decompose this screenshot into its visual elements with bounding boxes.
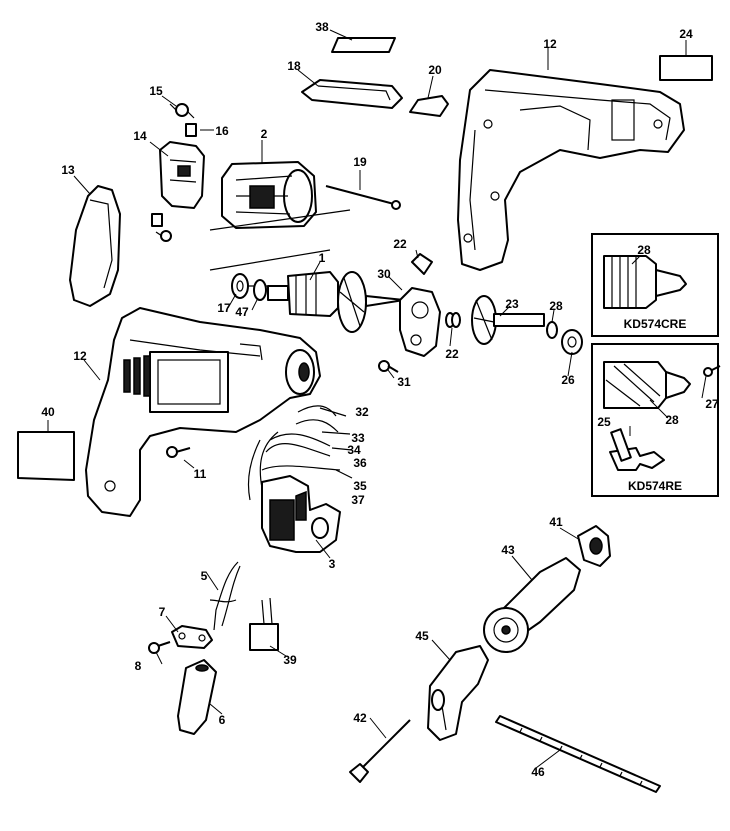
callout-label: 6 bbox=[219, 713, 226, 727]
callout-label: 32 bbox=[355, 405, 369, 419]
part-24-label bbox=[659, 40, 713, 81]
part-43-side-handle bbox=[483, 557, 581, 653]
callout-label: 20 bbox=[428, 63, 442, 77]
callout-label: 40 bbox=[41, 405, 55, 419]
callout-label: 26 bbox=[561, 373, 575, 387]
callout-label: 39 bbox=[283, 653, 297, 667]
callout-label: 36 bbox=[353, 456, 367, 470]
callout-label: 47 bbox=[235, 305, 249, 319]
part-38-capacitor bbox=[249, 597, 279, 651]
part-14-brush-holder bbox=[149, 141, 205, 209]
callout-label: 38 bbox=[315, 20, 329, 34]
callout-label: 35 bbox=[353, 479, 367, 493]
part-41-ring bbox=[577, 525, 611, 567]
part-17-bearing bbox=[231, 273, 249, 299]
part-1-armature bbox=[267, 261, 405, 333]
part-12-housing-half-upper bbox=[457, 48, 685, 271]
callout-label: 2 bbox=[261, 127, 268, 141]
part-29-washer bbox=[546, 321, 558, 339]
part-39-label bbox=[329, 29, 396, 53]
callout-label: 22 bbox=[445, 347, 459, 361]
callout-label: 37 bbox=[351, 493, 365, 507]
callout-label: 15 bbox=[149, 84, 163, 98]
callout-label: 3 bbox=[329, 557, 336, 571]
chuck-variant-box-keyed bbox=[591, 343, 719, 497]
part-45-handle-clamp bbox=[427, 645, 489, 741]
callout-leader-lines bbox=[155, 249, 707, 769]
callout-label: 17 bbox=[217, 301, 231, 315]
callout-label: 18 bbox=[287, 59, 301, 73]
part-16-brush bbox=[185, 123, 214, 137]
callout-label: 7 bbox=[159, 605, 166, 619]
callout-label: 27 bbox=[705, 397, 719, 411]
callout-label: 12 bbox=[73, 349, 87, 363]
part-brush-lower bbox=[151, 213, 172, 242]
part-30-gear-plate bbox=[399, 287, 441, 357]
callout-label: 30 bbox=[377, 267, 391, 281]
part-31-screw bbox=[378, 360, 399, 373]
callout-label: 34 bbox=[347, 443, 361, 457]
part-11-screw bbox=[166, 446, 195, 469]
callout-label: 41 bbox=[549, 515, 563, 529]
callout-label: 43 bbox=[501, 543, 515, 557]
callout-label: 42 bbox=[353, 711, 367, 725]
callout-label: 11 bbox=[194, 467, 207, 481]
callout-label: 46 bbox=[531, 765, 545, 779]
callout-label: 14 bbox=[133, 129, 147, 143]
callout-label: 28 bbox=[637, 243, 651, 257]
part-21-clip bbox=[411, 253, 433, 275]
callout-label: 24 bbox=[679, 27, 693, 41]
part-3-switch bbox=[261, 475, 341, 553]
callout-label: 12 bbox=[543, 37, 557, 51]
part-23-gear-spindle bbox=[471, 295, 545, 345]
part-7-screw bbox=[148, 641, 171, 654]
part-19-screw bbox=[325, 170, 401, 210]
callout-label: 1 bbox=[319, 251, 326, 265]
chuck-variant-box-keyless bbox=[591, 233, 719, 337]
part-20-button bbox=[409, 75, 449, 117]
callout-label: 13 bbox=[61, 163, 75, 177]
part-26-bearing bbox=[561, 329, 583, 355]
callout-label: 45 bbox=[415, 629, 429, 643]
switch-wires bbox=[247, 405, 353, 501]
callout-label: 31 bbox=[397, 375, 411, 389]
part-8-cable-clamp bbox=[171, 625, 213, 649]
part-5-cable bbox=[205, 561, 241, 631]
callout-label: 5 bbox=[201, 569, 208, 583]
callout-labels: 38 18 20 12 24 15 16 14 2 19 13 22 28 1 … bbox=[41, 20, 719, 779]
variant-label-keyless: KD574CRE bbox=[624, 317, 687, 331]
callout-label: 33 bbox=[351, 431, 365, 445]
callout-label: 19 bbox=[353, 155, 367, 169]
part-18-top-cover bbox=[297, 69, 403, 109]
part-27-screw bbox=[703, 365, 721, 377]
callout-label: 22 bbox=[393, 237, 407, 251]
part-42-bolt bbox=[349, 719, 411, 783]
part-47-washer bbox=[253, 279, 267, 301]
part-22-spring bbox=[445, 312, 461, 328]
callout-label: 28 bbox=[665, 413, 679, 427]
callout-label: 23 bbox=[505, 297, 519, 311]
part-15-spring bbox=[161, 95, 195, 119]
callout-label: 8 bbox=[135, 659, 142, 673]
callout-label: 25 bbox=[597, 415, 611, 429]
part-2-field-stator bbox=[221, 140, 317, 229]
variant-label-keyed: KD574RE bbox=[628, 479, 682, 493]
part-12-housing-half-lower bbox=[83, 307, 321, 517]
callout-label: 28 bbox=[549, 299, 563, 313]
part-40-label bbox=[17, 420, 75, 481]
part-6-cable-sleeve bbox=[177, 659, 217, 735]
part-46-depth-rod bbox=[495, 715, 661, 793]
part-13-handle-cover bbox=[69, 175, 121, 307]
callout-label: 16 bbox=[215, 124, 229, 138]
